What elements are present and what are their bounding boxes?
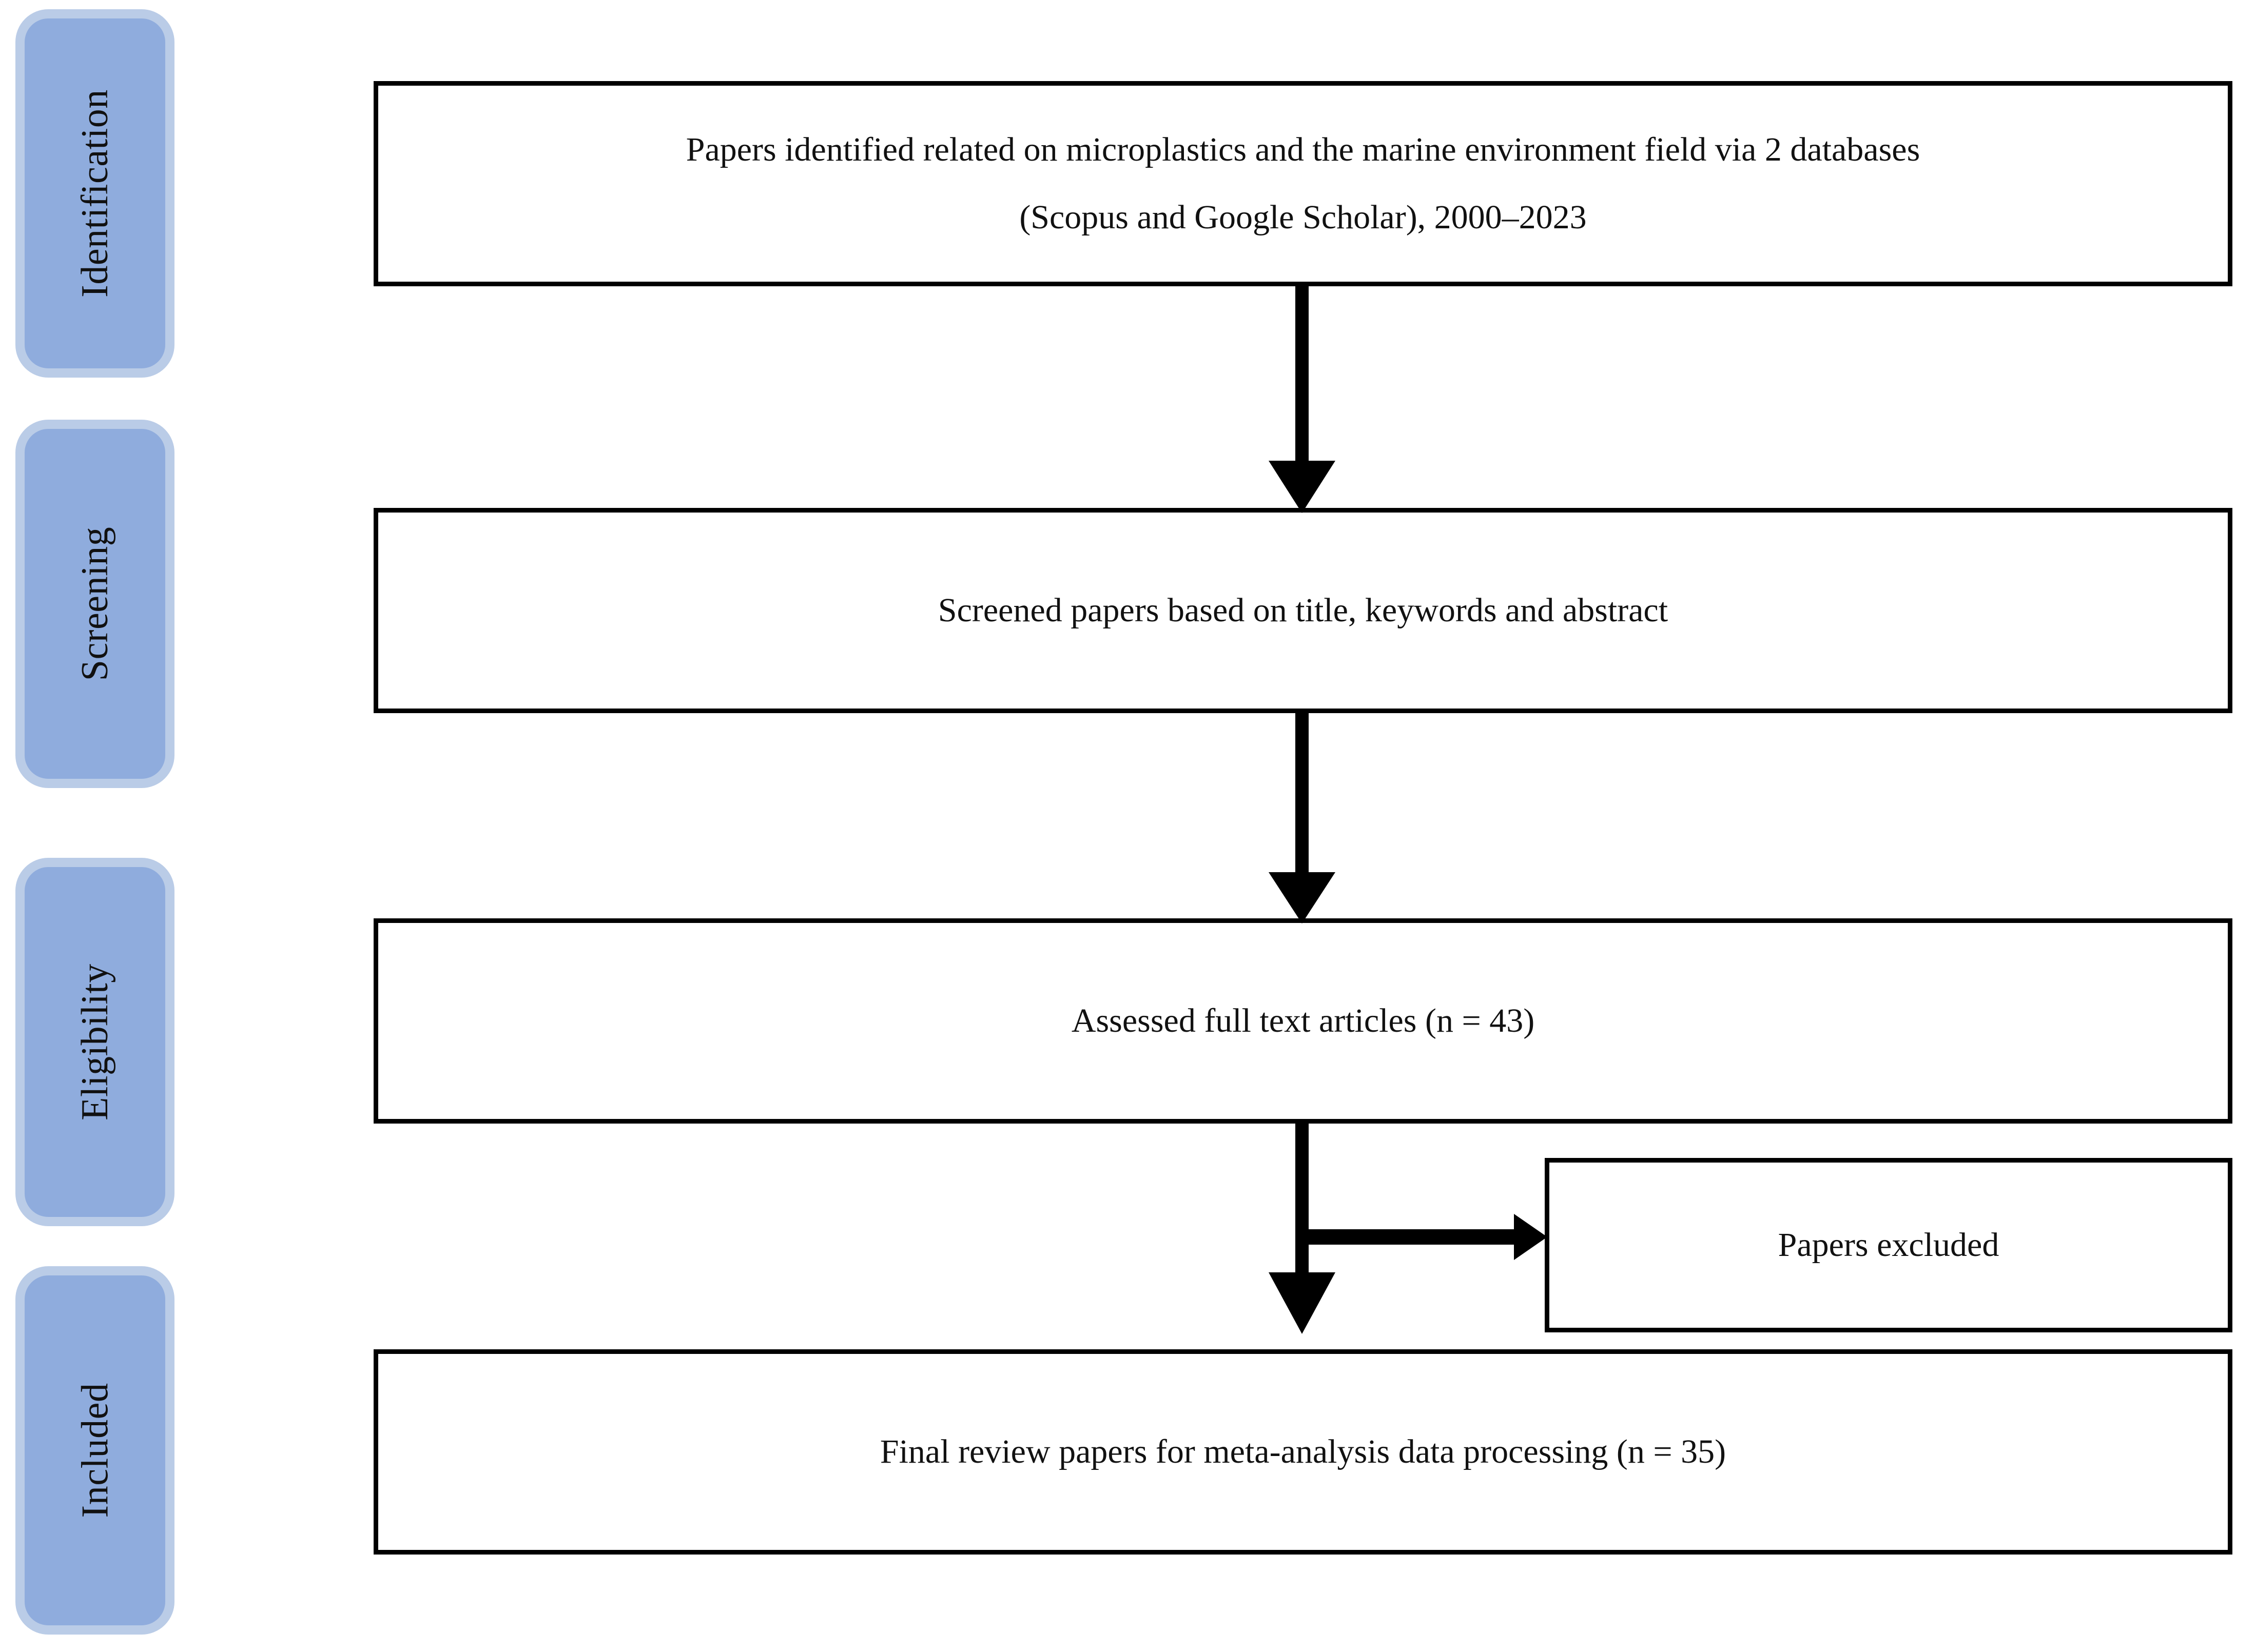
flow-box-assessed-full-text: Assessed full text articles (n = 43) <box>374 918 2232 1124</box>
stage-pill-screening: Screening <box>15 420 174 788</box>
flow-box-papers-identified: Papers identified related on microplasti… <box>374 81 2232 286</box>
arrow-identified-to-screened <box>1269 286 1335 513</box>
stage-pill-included: Included <box>15 1266 174 1635</box>
flow-box-papers-excluded: Papers excluded <box>1545 1158 2232 1332</box>
flow-box-line: Screened papers based on title, keywords… <box>938 592 1668 629</box>
stage-pill-identification: Identification <box>15 9 174 378</box>
flow-box-line: (Scopus and Google Scholar), 2000–2023 <box>1019 199 1587 236</box>
flow-box-final-review-papers: Final review papers for meta-analysis da… <box>374 1349 2232 1555</box>
flow-box-line: Papers identified related on microplasti… <box>686 131 1920 168</box>
flow-box-line: Assessed full text articles (n = 43) <box>1071 1002 1535 1039</box>
flow-box-line: Final review papers for meta-analysis da… <box>880 1433 1726 1470</box>
flow-box-screened-papers: Screened papers based on title, keywords… <box>374 508 2232 713</box>
stage-label-identification: Identification <box>74 89 116 298</box>
flow-box-line: Papers excluded <box>1778 1226 1999 1264</box>
arrow-assessed-to-final <box>1269 1124 1335 1334</box>
arrow-assessed-to-excluded <box>1302 1214 1547 1260</box>
stage-label-eligibility: Eligibility <box>74 963 116 1120</box>
stage-pill-eligibility: Eligibility <box>15 858 174 1226</box>
stage-label-included: Included <box>74 1383 116 1518</box>
arrow-screened-to-assessed <box>1269 713 1335 923</box>
stage-label-screening: Screening <box>74 526 116 681</box>
